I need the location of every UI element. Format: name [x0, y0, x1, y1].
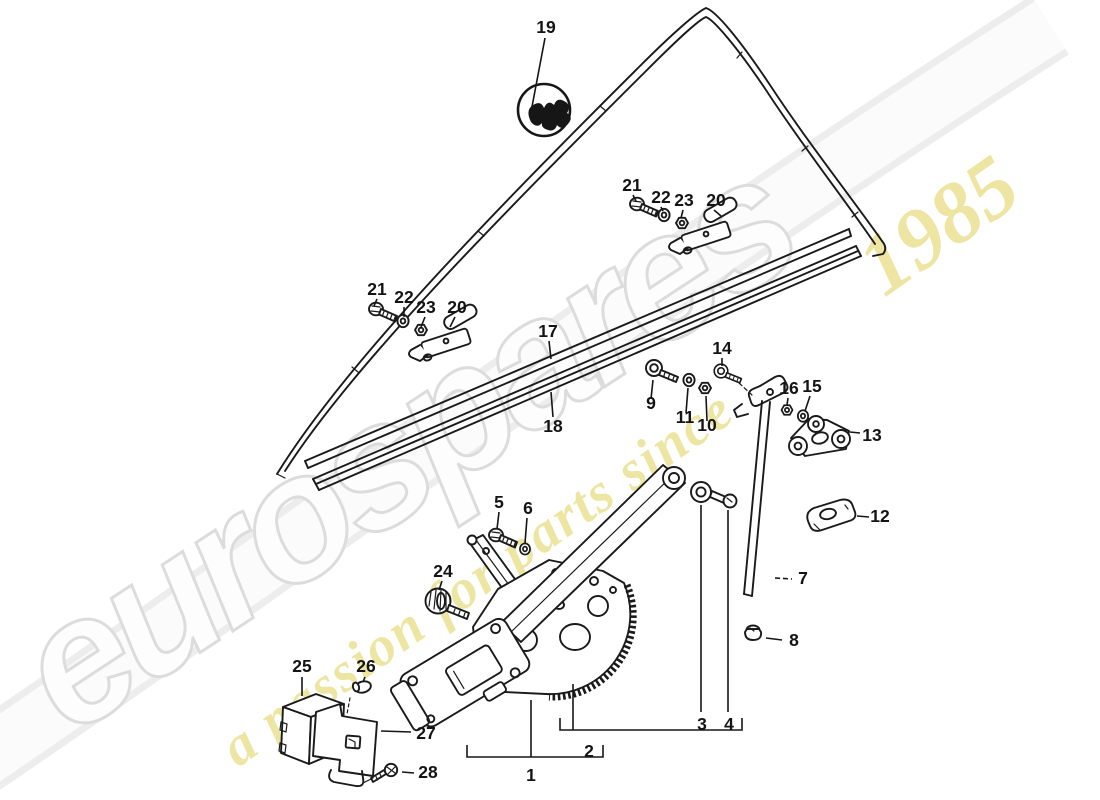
- callout-28: 28: [418, 762, 438, 782]
- callout-13: 13: [862, 425, 882, 445]
- part-bracket-12: [806, 498, 857, 532]
- callout-18: 18: [543, 416, 563, 436]
- part-window-frame-seal: [276, 7, 887, 479]
- callout-22b: 22: [394, 287, 414, 307]
- callout-5: 5: [494, 492, 504, 512]
- seal-cross-section-glyph: [516, 82, 572, 138]
- part-nut-23-upper: [675, 216, 689, 230]
- callout-7: 7: [798, 568, 808, 588]
- part-clip-26: [351, 680, 372, 694]
- callout-17: 17: [538, 321, 557, 341]
- part-guide-channel-7: [733, 374, 789, 597]
- part-lever-13: [788, 415, 851, 457]
- callout-4: 4: [724, 714, 734, 734]
- part-trim-strip-18: [312, 245, 862, 491]
- callout-19: 19: [536, 17, 556, 37]
- group-bracket-2: [559, 718, 743, 731]
- part-nut-10: [698, 381, 712, 395]
- part-window-motor: [390, 617, 531, 732]
- part-grommet-8: [744, 624, 763, 641]
- callout-22: 22: [651, 187, 671, 207]
- part-roller-3: [690, 481, 712, 503]
- part-screw-28: [362, 762, 399, 784]
- part-bolt-21-lower: [368, 301, 398, 323]
- callout-14: 14: [712, 338, 732, 358]
- callout-11: 11: [676, 407, 695, 427]
- callout-12: 12: [870, 506, 890, 526]
- callout-27: 27: [416, 723, 435, 743]
- callout-20b: 20: [447, 297, 467, 317]
- callout-23: 23: [674, 190, 694, 210]
- callout-21b: 21: [367, 279, 387, 299]
- callout-3: 3: [697, 714, 707, 734]
- part-washer-22-lower: [396, 313, 410, 329]
- callout-25: 25: [292, 656, 312, 676]
- callout-9: 9: [646, 393, 656, 413]
- callout-10: 10: [697, 415, 717, 435]
- part-bracket-27: [312, 703, 378, 788]
- callout-26: 26: [356, 656, 376, 676]
- part-washer-6: [519, 542, 531, 556]
- callout-15: 15: [802, 376, 822, 396]
- callout-2: 2: [584, 741, 594, 761]
- group-bracket-1: [466, 745, 604, 758]
- callout-20: 20: [706, 190, 726, 210]
- part-washer-15: [796, 409, 810, 423]
- part-bolt-4: [709, 490, 738, 509]
- part-bolt-24: [424, 587, 470, 620]
- callout-6: 6: [523, 498, 533, 518]
- part-washer-22-upper: [657, 207, 671, 223]
- callout-24: 24: [433, 561, 453, 581]
- part-nut-16: [780, 404, 794, 416]
- part-regulator-assembly: [390, 464, 686, 732]
- part-trim-strip-17: [304, 228, 852, 469]
- part-washer-11: [682, 372, 696, 388]
- callout-23b: 23: [416, 297, 436, 317]
- callout-8: 8: [789, 630, 799, 650]
- part-bolt-14: [713, 363, 743, 384]
- callout-1: 1: [526, 765, 536, 785]
- callout-21: 21: [622, 175, 642, 195]
- callout-16: 16: [779, 378, 799, 398]
